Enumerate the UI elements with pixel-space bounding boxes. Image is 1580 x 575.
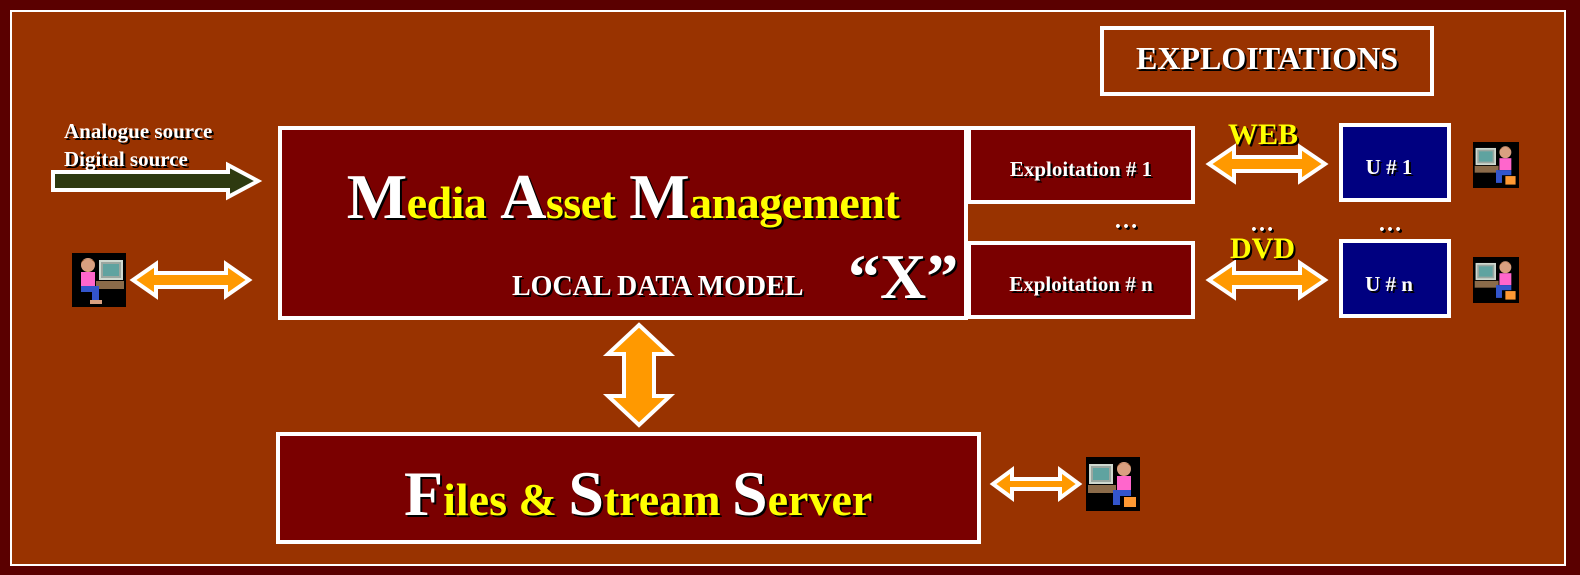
mam-word-3: anagement	[689, 177, 900, 228]
server-word-2: tream	[603, 474, 721, 525]
exploitations-title: EXPLOITATIONS	[1136, 40, 1398, 76]
mam-cap-2: A	[500, 161, 546, 232]
left-user-double-arrow	[129, 260, 253, 300]
server-ampersand: &	[518, 474, 557, 525]
ellipsis-users: …	[1378, 211, 1402, 237]
files-stream-server-box	[276, 432, 981, 544]
data-model-x-label: “X”	[848, 241, 959, 312]
files-stream-server-title: Files & Stream Server	[404, 457, 872, 531]
exploitations-title-box	[1100, 26, 1434, 96]
source-input-arrow	[51, 161, 263, 201]
server-word-1: iles	[443, 474, 507, 525]
exploitation-1-box	[967, 126, 1195, 204]
media-asset-management-title: Media Asset Management	[278, 160, 968, 234]
web-double-arrow	[1205, 143, 1329, 185]
dvd-double-arrow	[1205, 259, 1329, 301]
digital-source-label: Digital source	[64, 147, 188, 171]
mam-cap-1: M	[346, 161, 407, 232]
analogue-source-label: Analogue source	[64, 119, 213, 143]
person-at-computer-icon	[1473, 142, 1519, 188]
dvd-channel-label: DVD	[1230, 232, 1295, 265]
server-user-double-arrow	[989, 466, 1083, 502]
mam-cap-3: M	[629, 161, 690, 232]
person-at-computer-icon	[72, 253, 126, 307]
mam-server-double-arrow	[602, 322, 676, 428]
mam-word-1: edia	[406, 177, 487, 228]
ellipsis-channels: …	[1250, 211, 1274, 237]
mam-word-2: sset	[545, 177, 616, 228]
exploitation-1-label: Exploitation # 1	[1009, 157, 1153, 181]
local-data-model-label: LOCAL DATA MODEL	[512, 271, 804, 302]
server-cap-3: S	[732, 458, 768, 529]
exploitation-n-box	[967, 241, 1195, 319]
ellipsis-exploitations: …	[1114, 208, 1138, 234]
media-asset-management-box	[278, 126, 968, 320]
server-cap-2: S	[568, 458, 604, 529]
web-channel-label: WEB	[1228, 118, 1299, 151]
user-n-label: U # n	[1365, 272, 1413, 296]
server-word-3: erver	[767, 474, 873, 525]
user-n-box	[1339, 239, 1451, 318]
server-cap-1: F	[404, 458, 444, 529]
user-1-label: U # 1	[1365, 155, 1413, 179]
person-at-computer-icon	[1086, 457, 1140, 511]
exploitation-n-label: Exploitation # n	[1009, 272, 1153, 296]
person-at-computer-icon	[1473, 257, 1519, 303]
user-1-box	[1339, 123, 1451, 202]
